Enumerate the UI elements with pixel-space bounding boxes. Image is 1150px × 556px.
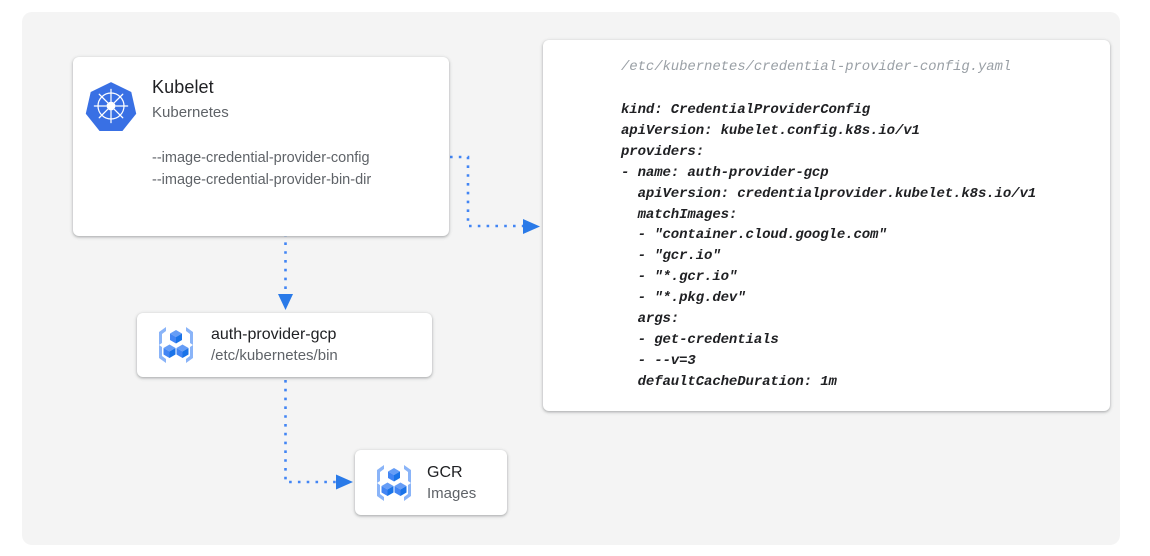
auth-provider-gcp-card: auth-provider-gcp /etc/kubernetes/bin xyxy=(137,313,432,377)
credential-provider-config-card: /etc/kubernetes/credential-provider-conf… xyxy=(543,40,1110,411)
kubelet-title: Kubelet xyxy=(152,77,214,97)
gcr-card: GCR Images xyxy=(355,450,507,515)
kubelet-subtitle: Kubernetes xyxy=(152,104,229,121)
kubelet-card: Kubelet Kubernetes --image-credential-pr… xyxy=(73,57,449,236)
container-registry-icon xyxy=(377,464,411,501)
config-file-path: /etc/kubernetes/credential-provider-conf… xyxy=(621,59,1012,75)
auth-provider-subtitle: /etc/kubernetes/bin xyxy=(211,347,338,364)
kubelet-flag-config: --image-credential-provider-config xyxy=(152,150,370,166)
gcr-title: GCR xyxy=(427,463,463,481)
kubelet-flag-bin-dir: --image-credential-provider-bin-dir xyxy=(152,172,372,188)
gcr-subtitle: Images xyxy=(427,484,477,502)
config-yaml-body: kind: CredentialProviderConfig apiVersio… xyxy=(621,102,1037,390)
kubernetes-logo-icon xyxy=(85,82,137,131)
auth-provider-text: auth-provider-gcp /etc/kubernetes/bin xyxy=(211,324,338,366)
gcr-text: GCR Images xyxy=(427,462,476,504)
container-registry-icon xyxy=(159,327,193,363)
auth-provider-title: auth-provider-gcp xyxy=(211,326,337,343)
